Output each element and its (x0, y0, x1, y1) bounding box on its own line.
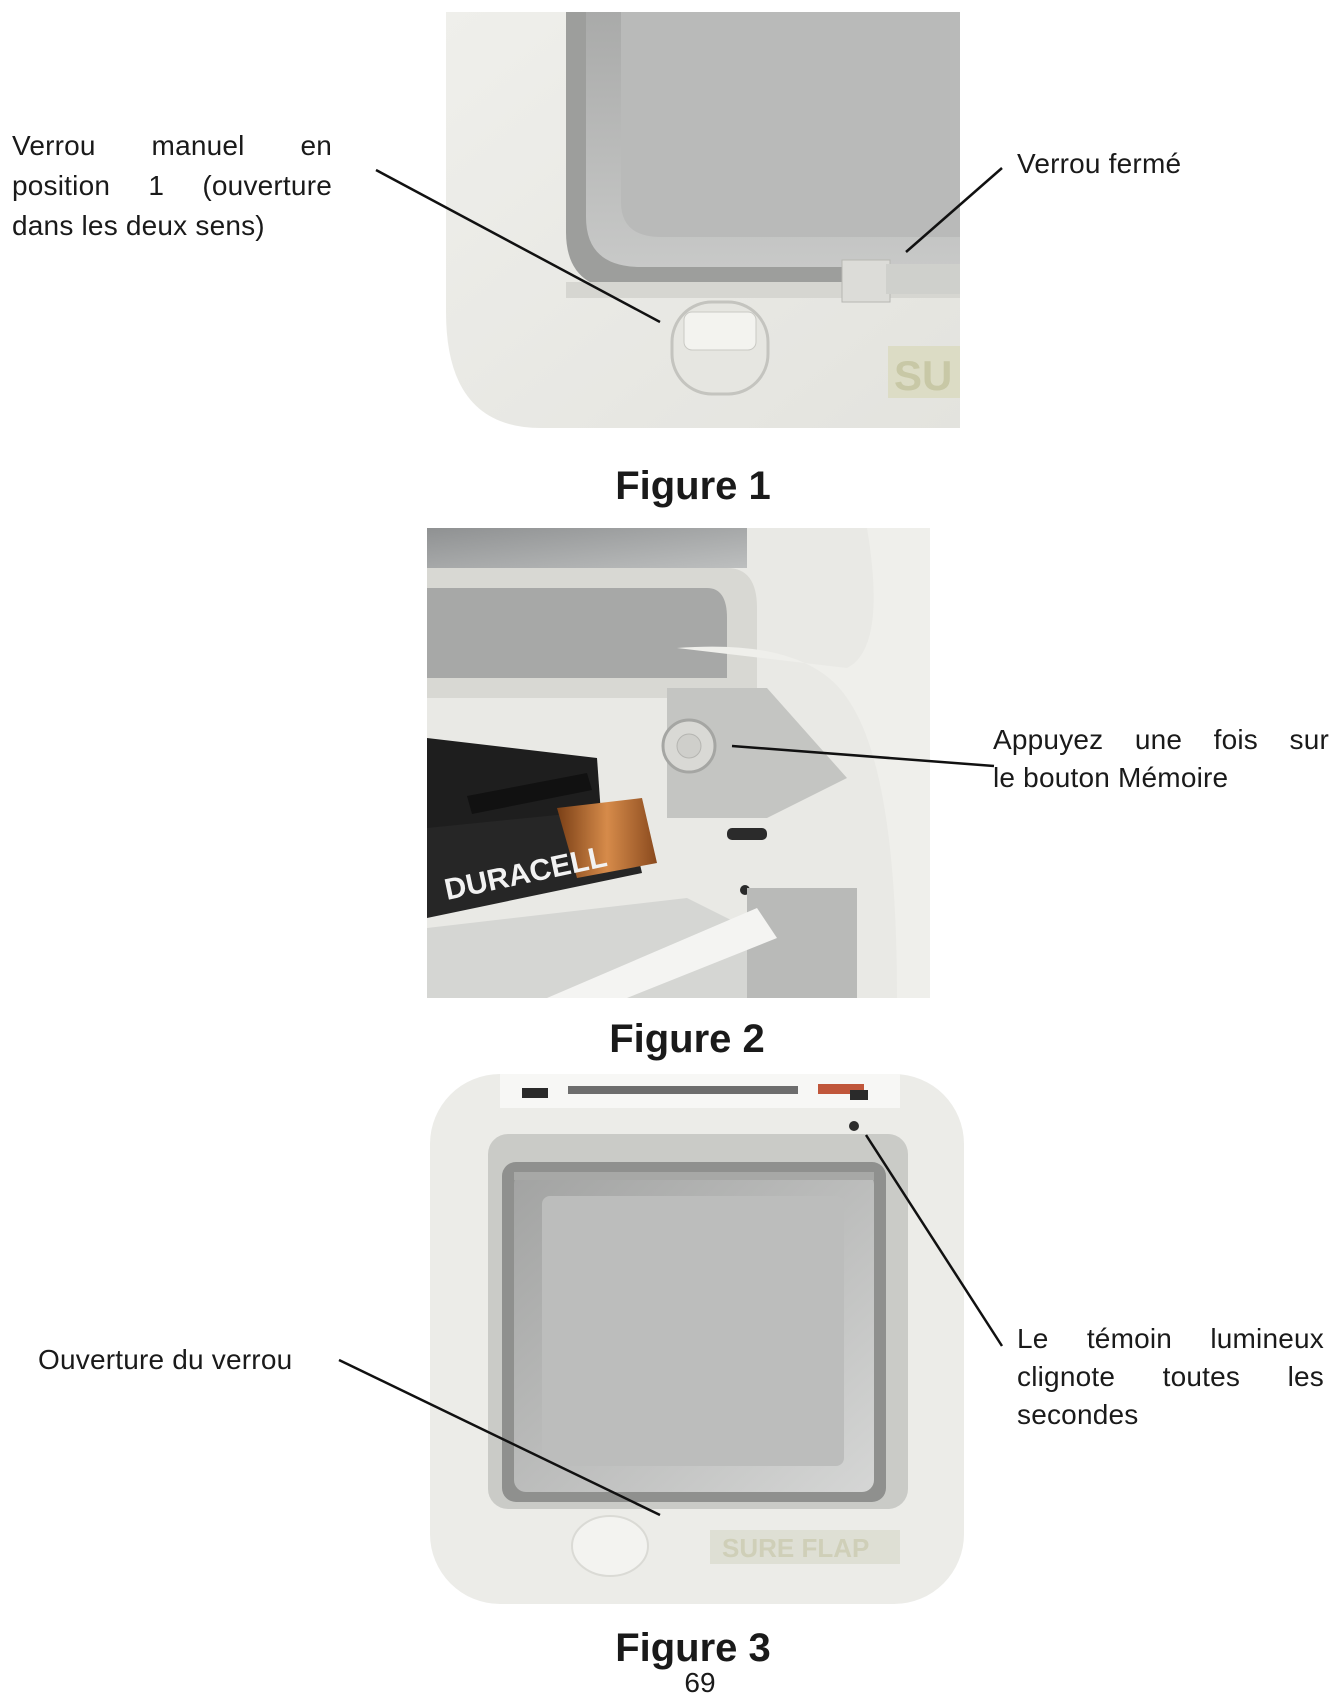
figure-3-logo: SURE FLAP (722, 1533, 869, 1563)
figure-2-label-line: le bouton Mémoire (993, 762, 1229, 793)
figure-2-photo: DURACELL (427, 528, 930, 998)
figure-1-label-line: dans les deux sens) (12, 210, 265, 241)
figure-1-label-line: Verrou manuel en (12, 130, 332, 161)
figure-1-photo: SU (446, 12, 960, 428)
page-number: 69 (684, 1667, 716, 1698)
figure-1-caption: Figure 1 (615, 464, 771, 508)
figure-3-caption: Figure 3 (615, 1626, 771, 1670)
figure-3-label-line: secondes (1017, 1399, 1139, 1430)
figure-3-label-line: Le témoin lumineux (1017, 1323, 1324, 1354)
figure-3-label-indicator-light: Le témoin lumineux clignote toutes les s… (1017, 1320, 1324, 1434)
figure-2-caption: Figure 2 (609, 1017, 765, 1061)
figure-2-label-memory-button: Appuyez une fois sur le bouton Mémoire (993, 721, 1329, 797)
figure-1-label-closed-lock: Verrou fermé (1017, 148, 1182, 179)
figure-3-label-line: clignote toutes les (1017, 1361, 1324, 1392)
figure-3-photo: SURE FLAP (430, 1074, 964, 1604)
figure-1-label-manual-lock: Verrou manuel en position 1 (ouverture d… (12, 126, 332, 246)
figure-3-label-lock-opening: Ouverture du verrou (38, 1344, 293, 1375)
figure-1-logo: SU (894, 352, 952, 399)
figure-2-label-line: Appuyez une fois sur (993, 724, 1329, 755)
figure-1-label-line: position 1 (ouverture (12, 170, 332, 201)
